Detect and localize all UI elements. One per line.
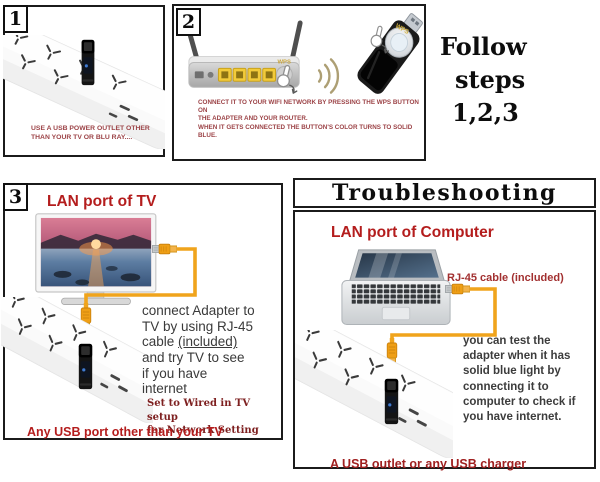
usb-adapter-illustration [78, 37, 98, 89]
follow-steps-note: Follow steps 1,2,3 [440, 30, 580, 129]
note-line: Set to Wired in TV setup [147, 398, 251, 423]
troubleshooting-instruction-text: you can test the adapter when it has sol… [463, 335, 576, 423]
step-number-2: 2 [176, 8, 201, 36]
panel-step-2: 2 CONNECT IT TO YOUR WIFI NETWORK BY PRE… [172, 4, 426, 161]
power-strip-illustration [295, 330, 453, 458]
note-line: for Network Setting [147, 425, 259, 436]
troubleshooting-panel: LAN port of Computer RJ-45 cable (includ… [293, 210, 596, 471]
troubleshooting-title-box: Troubleshooting [293, 178, 596, 208]
follow-steps-line: 1,2,3 [452, 98, 519, 128]
panel-step-1: 1 USE A USB POWER OUTLET OTHER THAN YOUR… [3, 5, 165, 157]
follow-steps-line: Follow [440, 32, 527, 61]
cable-label: RJ-45 cable (included) [447, 272, 564, 284]
caption-line: USE A USB POWER OUTLET OTHER [31, 125, 150, 132]
panel2-caption: CONNECT IT TO YOUR WIFI NETWORK BY PRESS… [198, 99, 424, 140]
ethernet-cable-illustration [80, 243, 197, 343]
panel3-settings-note: Set to Wired in TV setup for Network Set… [147, 397, 267, 438]
troubleshooting-heading: LAN port of Computer [331, 224, 494, 241]
wps-adapter-illustration [348, 11, 428, 106]
caption-line: THAN YOUR TV OR BLU RAY.... [31, 134, 133, 142]
caption-line: WHEN IT GETS CONNECTED THE BUTTON'S COLO… [198, 123, 413, 139]
panel3-heading: LAN port of TV [47, 193, 157, 210]
caption-line: THE ADAPTER AND YOUR ROUTER. [198, 115, 308, 123]
panel3-instruction-text: connect Adapter to TV by using RJ-45 cab… [142, 303, 255, 397]
troubleshooting-caption: A USB outlet or any USB charger [330, 457, 527, 471]
panel-step-3: 3 LAN port of TV connect Adapter to TV b… [3, 183, 283, 440]
panel1-caption: USE A USB POWER OUTLET OTHER THAN YOUR T… [31, 124, 150, 142]
wifi-router-illustration [182, 20, 310, 104]
usb-adapter-illustration [381, 376, 402, 428]
panel3-caption: Any USB port other than your TV [27, 425, 223, 439]
troubleshooting-title: Troubleshooting [332, 180, 557, 206]
caption-line: CONNECT IT TO YOUR WIFI NETWORK BY PRESS… [198, 99, 419, 115]
wifi-signal-icon [314, 53, 348, 99]
rj45-plug-icon [445, 283, 470, 295]
usb-adapter-illustration [75, 341, 96, 393]
follow-steps-line: steps [455, 65, 526, 95]
step-number-1: 1 [3, 5, 28, 33]
step-number-3: 3 [3, 183, 28, 211]
rj45-plug-icon [152, 243, 177, 255]
ethernet-cable-illustration [386, 283, 497, 378]
